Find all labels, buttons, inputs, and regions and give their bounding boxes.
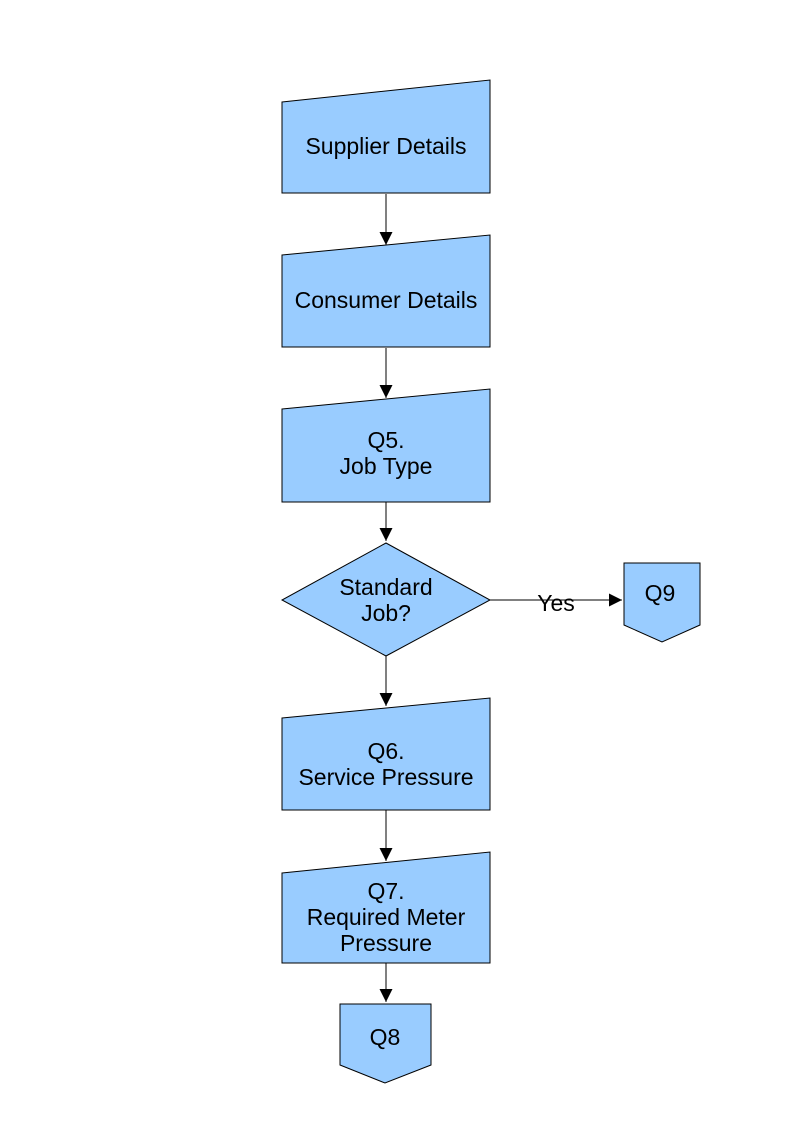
node-label: Supplier Details	[305, 133, 466, 159]
manual-input-shape	[281, 388, 491, 503]
decision-diamond-shape	[280, 542, 492, 657]
node-label-line1: Standard	[339, 574, 432, 600]
off-page-connector-shape	[339, 1003, 432, 1084]
node-label-line2: Service Pressure	[298, 764, 473, 790]
node-consumer-details: Consumer Details	[281, 234, 491, 348]
yes-label: Yes	[537, 590, 575, 616]
node-label-line2: Job?	[361, 600, 411, 626]
node-label: Consumer Details	[295, 287, 478, 313]
node-standard-job-decision: Standard Job?	[280, 542, 492, 657]
node-label: Q9	[645, 580, 676, 606]
node-label-line1: Q5.	[367, 427, 404, 453]
node-label-line1: Q6.	[367, 738, 404, 764]
off-page-connector-shape	[623, 562, 701, 643]
node-q9-connector: Q9	[623, 562, 701, 643]
manual-input-shape	[281, 851, 491, 964]
node-q6-service-pressure: Q6. Service Pressure	[281, 697, 491, 811]
connectors	[379, 194, 622, 1002]
node-label-line1: Q7.	[367, 878, 404, 904]
manual-input-shape	[281, 234, 491, 348]
node-label-line2: Job Type	[340, 453, 433, 479]
manual-input-shape	[281, 697, 491, 811]
manual-input-shape	[281, 79, 491, 194]
node-q5-job-type: Q5. Job Type	[281, 388, 491, 503]
node-supplier-details: Supplier Details	[281, 79, 491, 194]
node-label-line3: Pressure	[340, 930, 432, 956]
node-q7-required-meter-pressure: Q7. Required Meter Pressure	[281, 851, 491, 964]
node-q8-connector: Q8	[339, 1003, 432, 1084]
node-label: Q8	[370, 1024, 401, 1050]
node-label-line2: Required Meter	[307, 904, 466, 930]
